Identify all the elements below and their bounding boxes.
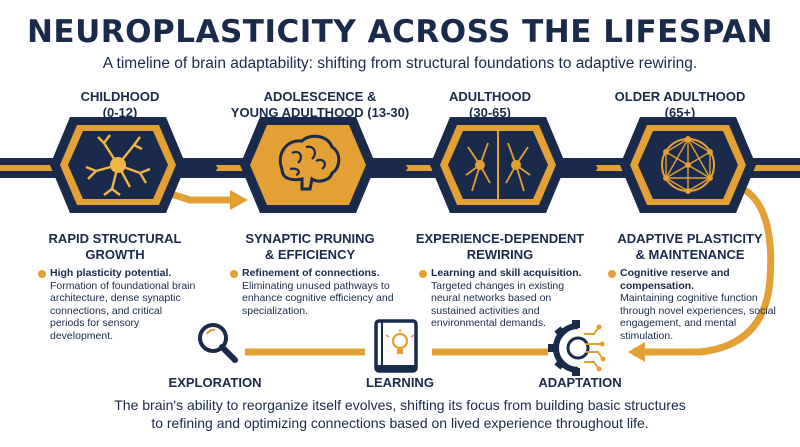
flow-arrowhead-childhood (230, 190, 248, 210)
card-title-adaptive-plasticity: ADAPTIVE PLASTICITY& MAINTENANCE (617, 231, 763, 262)
page-title: NEUROPLASTICITY ACROSS THE LIFESPAN (26, 14, 773, 50)
footer-summary: The brain's ability to reorganize itself… (114, 397, 686, 431)
page-subtitle: A timeline of brain adaptability: shifti… (102, 55, 698, 72)
timeline-band (0, 158, 800, 178)
bullet-dot (419, 270, 427, 278)
bullet-dot (230, 270, 238, 278)
bullet-dot (38, 270, 46, 278)
flow-arrow-right-curve (645, 187, 775, 356)
stage-label-older-adulthood: OLDER ADULTHOOD(65+) (614, 89, 746, 120)
card-title-synaptic-pruning: SYNAPTIC PRUNING& EFFICIENCY (245, 231, 375, 262)
bullet-dot (608, 270, 616, 278)
label-exploration: EXPLORATION (168, 375, 262, 390)
brain-icon (240, 117, 376, 213)
magnifier-icon (198, 323, 238, 363)
stage-label-adolescence: ADOLESCENCE &YOUNG ADULTHOOD (13-30) (230, 89, 410, 120)
flow-arrowhead-adaptation (628, 342, 645, 362)
stage-card-older-adulthood: Cognitive reserve and compensation. Main… (608, 267, 788, 342)
neural-network-icon (430, 117, 566, 213)
neuron-icon (50, 117, 186, 213)
label-learning: LEARNING (366, 375, 434, 390)
gear-circuit-icon (548, 320, 606, 376)
network-mesh-icon (620, 117, 756, 213)
book-lightbulb-icon (374, 319, 418, 373)
stage-label-adulthood: ADULTHOOD(30-65) (448, 89, 532, 120)
stage-label-childhood: CHILDHOOD(0-12) (80, 89, 160, 120)
label-adaptation: ADAPTATION (538, 375, 622, 390)
stage-card-childhood: High plasticity potential. Formation of … (38, 267, 198, 342)
stage-card-adulthood: Learning and skill acquisition. Targeted… (419, 267, 589, 330)
stage-card-adolescence: Refinement of connections. Eliminating u… (230, 267, 400, 317)
